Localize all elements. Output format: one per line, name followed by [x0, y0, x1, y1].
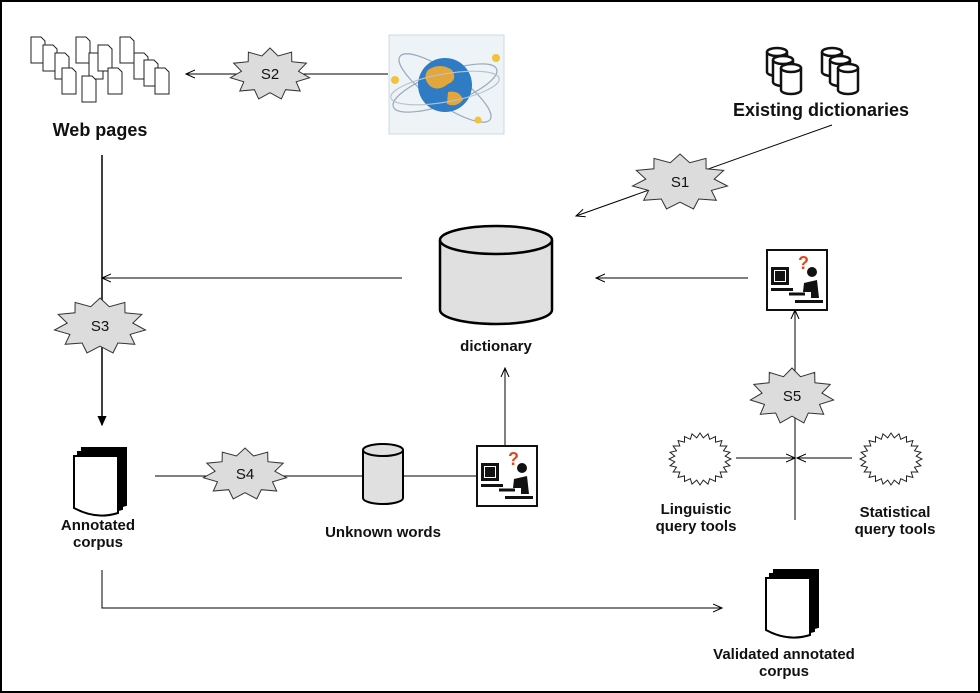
annotated-corpus-text: Annotated corpus [60, 517, 136, 552]
web-pages-label: Web pages [52, 120, 148, 140]
annotated-corpus-icon [73, 447, 127, 517]
document-stack-icon [30, 36, 170, 103]
database-stack-icon [765, 46, 860, 96]
statistical-query-tools-text: Statistical query tools [854, 504, 936, 539]
validated-corpus-icon [765, 569, 819, 639]
validated-annotated-corpus-text: Validated annotated corpus [713, 646, 855, 681]
step-star-s2: S2 [229, 47, 311, 100]
existing-dictionaries-label: Existing dictionaries [732, 100, 910, 120]
linguistic-query-tools-text: Linguistic query tools [655, 501, 737, 536]
step-label-s1: S1 [671, 174, 689, 191]
linguistic-tool-icon [667, 432, 733, 486]
arrow-corpus-to-validated [101, 570, 722, 608]
user-at-computer-icon [475, 444, 539, 508]
connectors [102, 74, 852, 608]
user-at-computer-icon [765, 248, 829, 312]
dictionary-database-icon [438, 224, 554, 326]
step-label-s3: S3 [91, 318, 109, 335]
globe-icon [388, 34, 505, 135]
validated-annotated-corpus-label: Validated annotated corpus [694, 646, 874, 681]
dictionary-label: dictionary [460, 338, 532, 355]
step-label-s2: S2 [261, 66, 279, 83]
step-star-s5: S5 [749, 367, 835, 424]
unknown-words-database-icon [362, 443, 404, 505]
step-star-s4: S4 [202, 447, 288, 500]
statistical-tool-icon [858, 432, 924, 486]
step-label-s4: S4 [236, 466, 254, 483]
step-label-s5: S5 [783, 388, 801, 405]
query-tools-icons [667, 432, 924, 486]
step-star-s3: S3 [53, 297, 147, 354]
step-star-s1: S1 [631, 153, 729, 210]
unknown-words-label: Unknown words [325, 524, 441, 541]
annotated-corpus-label: Annotated corpus [28, 517, 168, 552]
linguistic-query-tools-label: Linguistic query tools [646, 501, 746, 536]
statistical-query-tools-label: Statistical query tools [840, 504, 950, 539]
